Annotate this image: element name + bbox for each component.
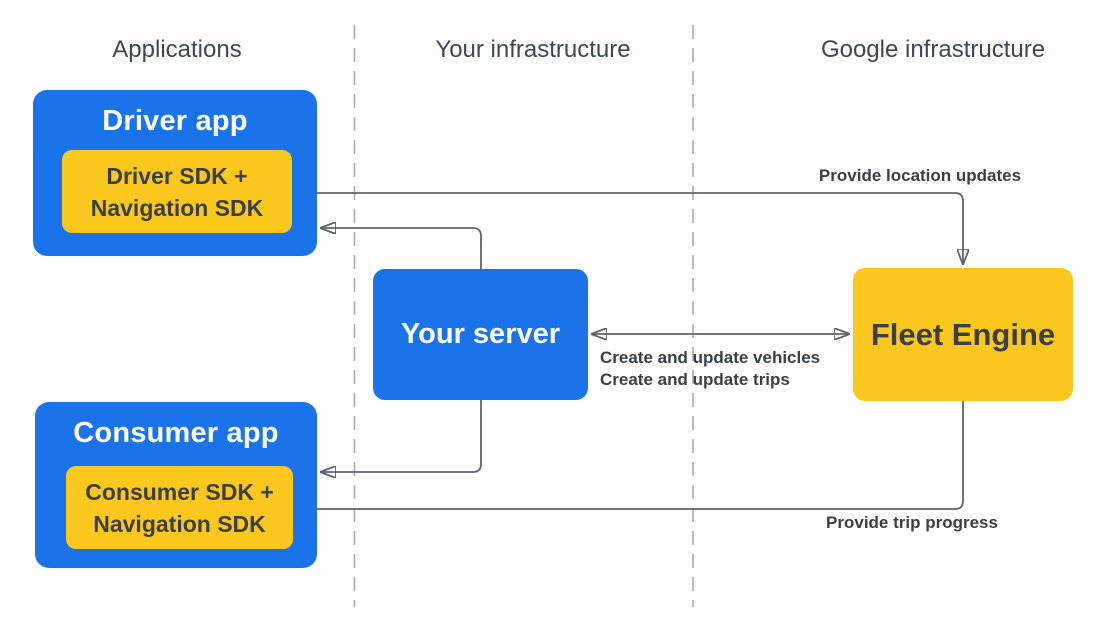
driver-sdk-label-line2: Navigation SDK [90,194,264,221]
your-server-title: Your server [400,318,561,350]
label-provide-trip-progress: Provide trip progress [826,513,998,532]
driver-sdk-node: Driver SDK + Navigation SDK [62,150,292,233]
consumer-sdk-label-line2: Navigation SDK [93,510,266,537]
arrow-provide-trip-progress [297,401,964,509]
column-header-google-infrastructure: Google infrastructure [820,36,1046,63]
fleet-engine-title: Fleet Engine [870,316,1056,352]
label-create-update-vehicles: Create and update vehicles [600,348,821,367]
arrow-provide-location-updates [291,192,963,264]
consumer-sdk-label-line1: Consumer SDK + [85,478,274,505]
column-header-your-infrastructure: Your infrastructure [435,36,631,63]
label-create-update-trips: Create and update trips [600,370,790,389]
your-server-node: Your server [373,269,588,400]
driver-app-title: Driver app [102,105,248,137]
arrow-server-to-consumer-app [321,400,482,472]
label-provide-location-updates: Provide location updates [818,166,1022,185]
label-create-update: Create and update vehicles Create and up… [600,347,820,391]
consumer-app-title: Consumer app [73,417,279,449]
column-header-applications: Applications [112,36,242,63]
driver-app-node: Driver app Driver SDK + Navigation SDK [33,90,317,256]
arrow-server-to-driver-app [321,228,482,269]
driver-sdk-label-line1: Driver SDK + [106,162,248,189]
consumer-sdk-node: Consumer SDK + Navigation SDK [66,466,293,549]
fleet-engine-node: Fleet Engine [853,268,1073,401]
consumer-app-node: Consumer app Consumer SDK + Navigation S… [35,402,317,568]
